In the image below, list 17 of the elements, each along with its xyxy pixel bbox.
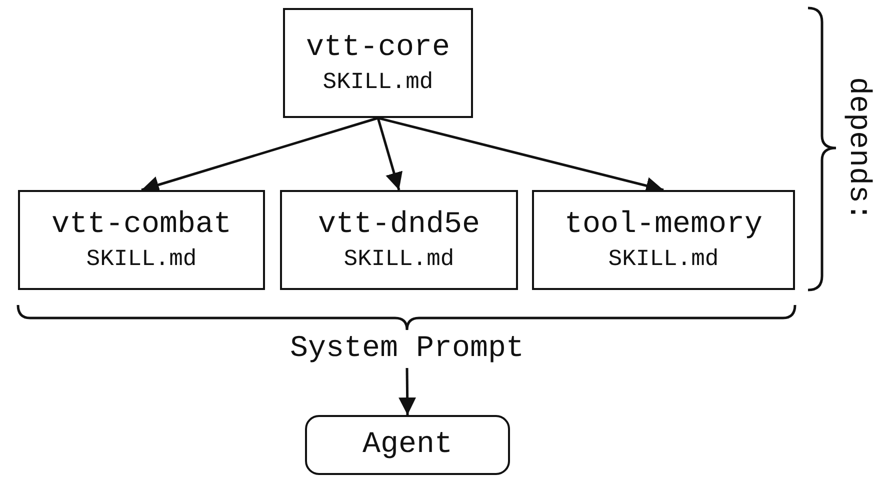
process-box bbox=[532, 190, 795, 290]
process-box bbox=[283, 8, 473, 118]
node-title: Agent bbox=[362, 427, 452, 464]
bracket-label: depends: bbox=[841, 76, 875, 222]
arrow bbox=[398, 368, 416, 416]
file-name: SKILL.md bbox=[608, 245, 719, 274]
node-title: vtt-dnd5e bbox=[318, 207, 480, 244]
arrow bbox=[376, 118, 402, 190]
node-title: vtt-core bbox=[306, 30, 450, 67]
terminal-box bbox=[305, 415, 510, 475]
file-name: SKILL.md bbox=[322, 68, 434, 97]
node-title: tool-memory bbox=[564, 207, 763, 244]
file-name: SKILL.md bbox=[344, 245, 454, 274]
node-title: vtt-combat bbox=[51, 207, 232, 244]
file-name: SKILL.md bbox=[86, 245, 197, 274]
process-box bbox=[280, 190, 518, 290]
process-box bbox=[18, 190, 265, 290]
